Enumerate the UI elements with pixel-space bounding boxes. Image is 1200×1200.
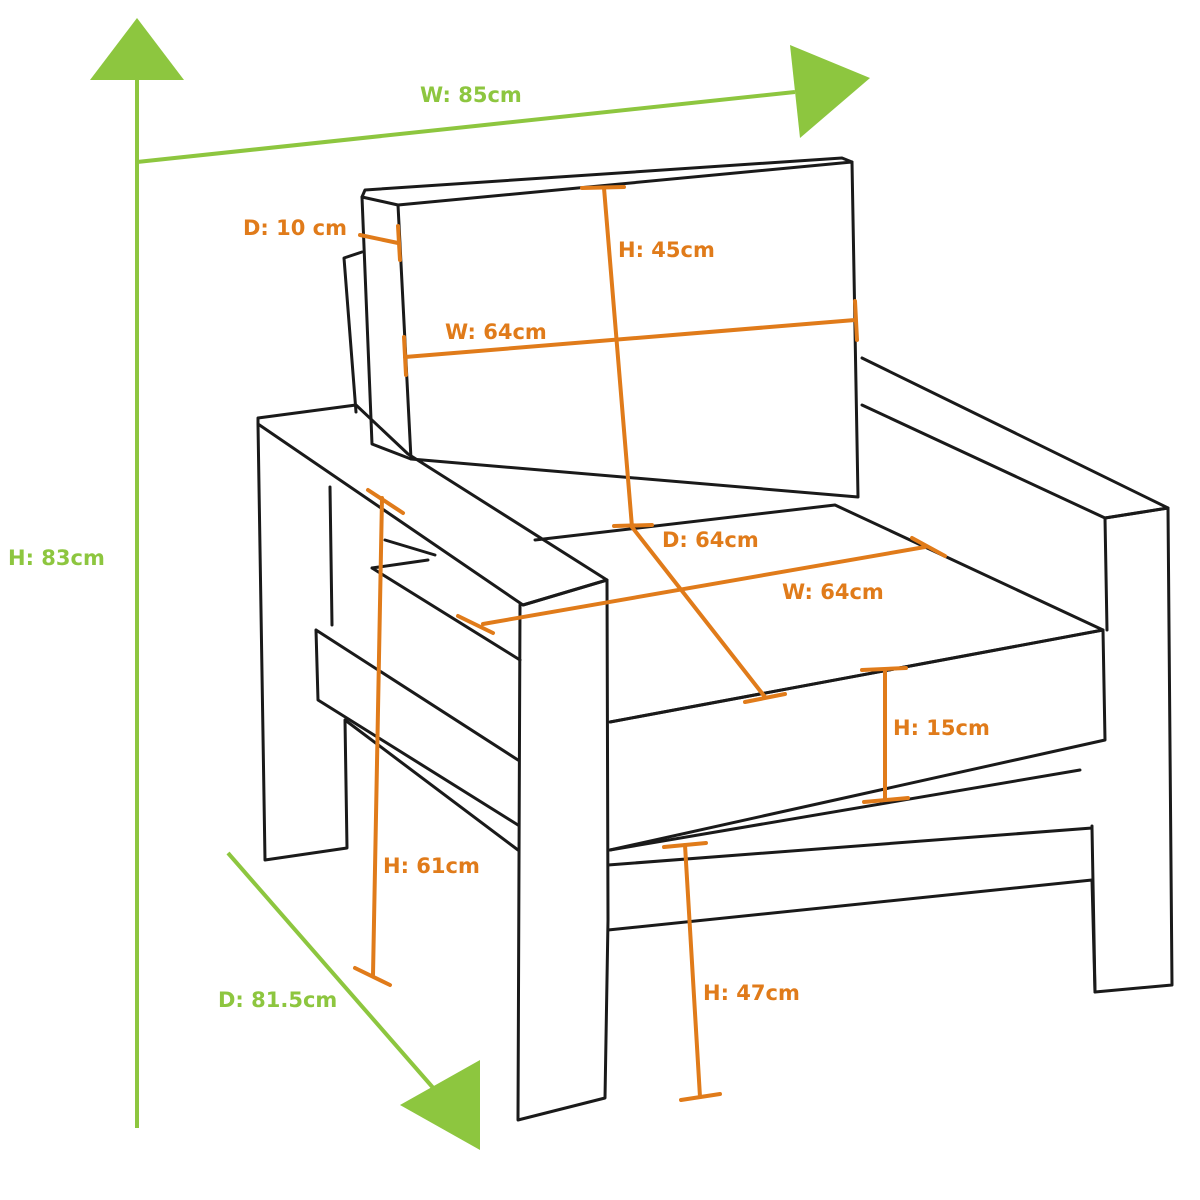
back-width-tick-right bbox=[853, 299, 859, 342]
overall-width-label: W: 85cm bbox=[420, 83, 522, 107]
arm-height-tick-top bbox=[366, 488, 405, 515]
back-cushion-height-label: H: 45cm bbox=[618, 238, 715, 262]
right-arm-post bbox=[1090, 506, 1174, 994]
left-side-rail bbox=[314, 628, 520, 827]
arm-height-line bbox=[371, 496, 384, 977]
back-depth-tick-right bbox=[396, 224, 402, 262]
back-height-line bbox=[602, 186, 634, 529]
right-arm-top bbox=[860, 356, 1170, 520]
seat-width-line bbox=[481, 545, 927, 626]
seat-cushion-height-tick-bottom bbox=[862, 796, 910, 804]
seat-cushion-height-tick-top bbox=[860, 666, 908, 672]
part-dimensions bbox=[353, 185, 947, 1102]
back-cushion-side bbox=[360, 195, 413, 461]
back-height-tick-top bbox=[580, 185, 626, 190]
overall-width-arrowhead bbox=[790, 45, 870, 138]
seat-width-tick-right bbox=[910, 536, 947, 558]
seat-cushion-height-label: H: 15cm bbox=[893, 716, 990, 740]
seat-depth-line bbox=[630, 525, 767, 699]
back-cushion-depth-label: D: 10 cm bbox=[243, 216, 348, 240]
seat-cushion-width-label: W: 64cm bbox=[782, 580, 884, 604]
overall-width-line bbox=[136, 90, 796, 164]
seat-cushion-top bbox=[533, 503, 1105, 724]
right-arm-inner bbox=[1103, 516, 1109, 632]
overall-height-arrowhead bbox=[90, 18, 184, 80]
back-cushion-top bbox=[360, 156, 854, 199]
back-width-tick-left bbox=[402, 335, 408, 377]
overall-depth-line bbox=[226, 851, 437, 1092]
back-cushion-width-label: W: 64cm bbox=[445, 320, 547, 344]
seat-cushion-depth-label: D: 64cm bbox=[662, 528, 759, 552]
back-width-line bbox=[403, 318, 857, 359]
seat-height-tick-bottom bbox=[679, 1092, 722, 1102]
seat-height-label: H: 47cm bbox=[703, 981, 800, 1005]
arm-height-label: H: 61cm bbox=[383, 854, 480, 878]
seat-height-tick-top bbox=[662, 841, 708, 849]
left-back-leg bbox=[328, 485, 437, 627]
back-frame-panel bbox=[342, 250, 364, 414]
front-rail bbox=[606, 824, 1097, 994]
back-depth-line bbox=[358, 233, 400, 245]
arm-height-tick-bottom bbox=[353, 966, 392, 987]
overall-height-label: H: 83cm bbox=[8, 546, 105, 570]
seat-edge-left bbox=[370, 558, 522, 662]
seat-width-tick-left bbox=[456, 614, 495, 635]
overall-dimensions bbox=[90, 18, 870, 1150]
seat-cushion-front bbox=[608, 628, 1107, 852]
seat-cushion-bottom bbox=[608, 768, 1082, 852]
armchair-outline bbox=[256, 156, 1174, 1122]
left-arm-top bbox=[256, 403, 609, 607]
left-arm-inner bbox=[256, 422, 520, 862]
seat-depth-tick-front bbox=[743, 692, 787, 704]
overall-depth-label: D: 81.5cm bbox=[218, 988, 338, 1012]
overall-depth-arrowhead bbox=[400, 1060, 480, 1150]
left-arm-front-post bbox=[516, 578, 610, 1122]
seat-height-line bbox=[683, 843, 702, 1099]
